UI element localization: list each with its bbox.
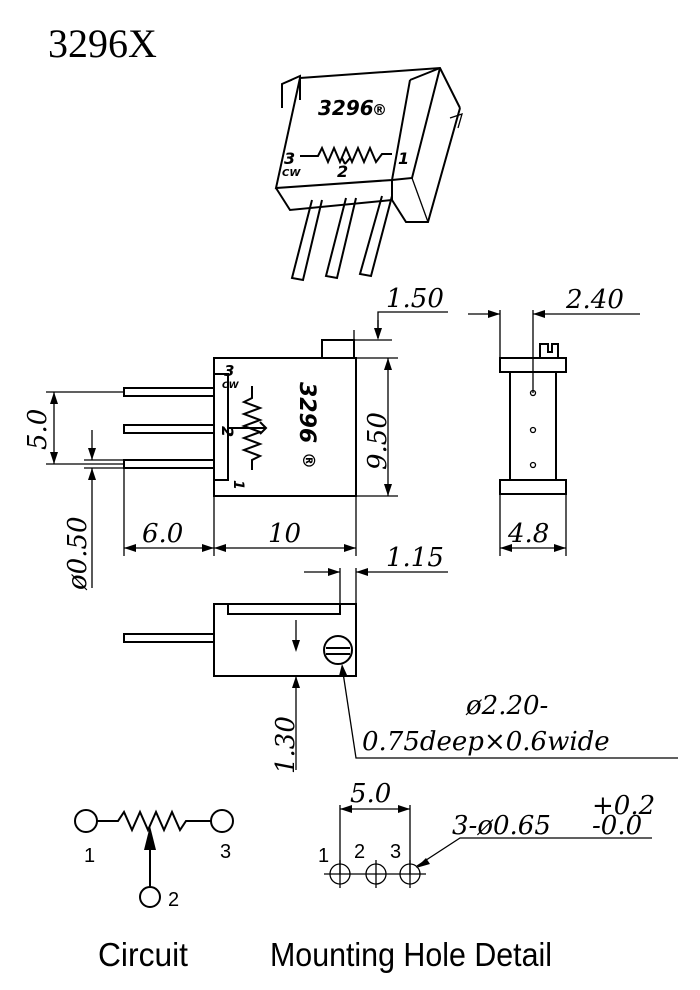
mount-spacing: 5.0 <box>350 779 391 809</box>
model-title: 3296X <box>48 21 157 66</box>
dim-body-width: 10 <box>268 519 301 549</box>
mounting-caption: Mounting Hole Detail <box>270 936 552 973</box>
bottom-view-dimensions: 1.15 1.30 ø2.20- 0.75deep×0.6wide <box>271 543 678 774</box>
slot-note-line1: ø2.20- <box>465 691 548 721</box>
brand-mark-3d: 3296 <box>318 96 374 120</box>
pin1-label-front: 1 <box>230 480 246 490</box>
front-view-dimensions: 1.50 9.50 5.0 ø0.50 6.0 10 <box>23 284 448 591</box>
mount-tol-minus: -0.0 <box>592 811 642 841</box>
circuit-resistor <box>97 809 211 833</box>
brand-mark-front: 3296 <box>294 382 319 443</box>
circuit-diagram: 1 3 2 Circuit <box>74 809 234 973</box>
side-view-dimensions: 2.40 4.8 <box>468 285 640 556</box>
dim-pin-length: 6.0 <box>142 519 183 549</box>
mount-label-2: 2 <box>354 841 365 863</box>
mount-hole-spec: 3-ø0.65 <box>452 811 551 841</box>
circuit-caption: Circuit <box>98 936 188 973</box>
resistor-symbol-3d <box>300 145 392 165</box>
pin3-label-front: 3 <box>224 362 234 380</box>
dim-body-height: 9.50 <box>363 412 393 470</box>
component-3d-view: 3296 ® 3 CW 2 1 <box>274 66 463 282</box>
dim-body-depth: 4.8 <box>507 519 549 549</box>
front-view: 3 CW 3296 ® 1 2 <box>123 339 357 497</box>
cw-label-3d: CW <box>282 168 301 179</box>
pin2-label-front: 2 <box>218 426 237 437</box>
mount-tol-plus: +0.2 <box>592 791 655 821</box>
pin3-label-3d: 3 <box>284 149 295 168</box>
circuit-label-2: 2 <box>168 889 179 911</box>
circuit-label-3: 3 <box>220 841 231 863</box>
slot-note-line2: 0.75deep×0.6wide <box>362 727 610 757</box>
mounting-hole-detail: 5.0 1 2 3 3-ø0.65 +0.2 -0.0 Mounting Hol… <box>270 779 655 973</box>
dim-screw-offset: 1.15 <box>386 543 444 573</box>
mount-label-1: 1 <box>318 845 329 867</box>
dim-pin-spacing: 5.0 <box>23 409 53 450</box>
circuit-node-2 <box>139 886 161 908</box>
circuit-wiper-arrow <box>144 826 156 850</box>
pin2-label-3d: 2 <box>337 162 348 181</box>
dim-top-width: 2.40 <box>565 285 624 315</box>
registered-mark-3d: ® <box>372 101 387 119</box>
pin1-label-3d: 1 <box>398 149 409 168</box>
bottom-view <box>123 603 357 677</box>
circuit-node-1 <box>74 809 98 833</box>
registered-mark-front: ® <box>298 452 318 469</box>
cw-label-front: CW <box>222 381 240 391</box>
mount-label-3: 3 <box>390 841 401 863</box>
circuit-label-1: 1 <box>84 845 95 867</box>
circuit-node-3 <box>210 809 234 833</box>
dim-pin-diameter: ø0.50 <box>63 516 93 591</box>
dim-screw-height: 1.30 <box>271 716 301 774</box>
dim-knob-height: 1.50 <box>386 284 444 314</box>
